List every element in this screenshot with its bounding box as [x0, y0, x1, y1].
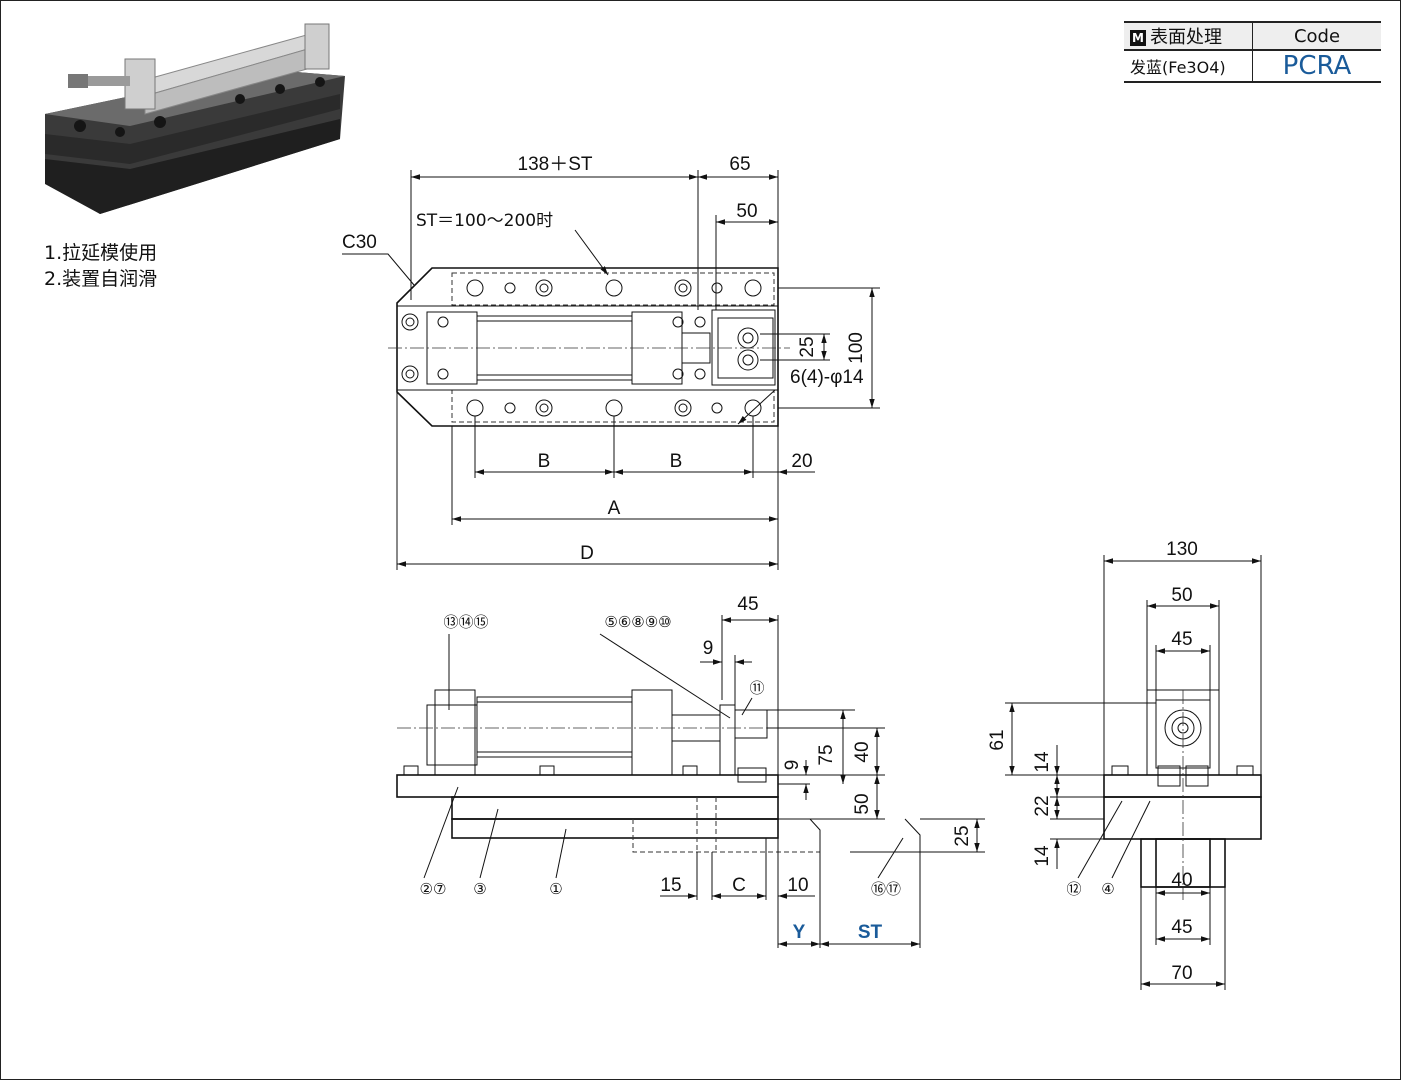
- dim-50-side: 50: [1171, 585, 1192, 606]
- callout-2-7: ②⑦: [420, 880, 447, 898]
- callout-11: ⑪: [749, 679, 764, 697]
- dim-40-side: 40: [1171, 870, 1192, 891]
- dim-61: 61: [987, 729, 1008, 750]
- dim-22: 22: [1032, 795, 1053, 816]
- surface-treatment-label: 表面处理: [1150, 27, 1222, 48]
- code-header: Code: [1252, 21, 1381, 51]
- dim-20: 20: [791, 451, 812, 472]
- dim-14-lower: 14: [1032, 845, 1053, 867]
- dim-40-front: 40: [852, 741, 873, 762]
- dim-45-side-bottom: 45: [1171, 917, 1192, 938]
- st-range-note: ST＝100～200时: [416, 211, 553, 231]
- dim-14-upper: 14: [1032, 751, 1053, 773]
- front-view: 45 9 ⑪ ⑤⑥⑧⑨⑩ ⑬⑭⑮ 75 40 50 9 25: [396, 594, 985, 948]
- dim-y: Y: [793, 922, 806, 943]
- dim-65: 65: [729, 154, 750, 175]
- dim-70: 70: [1171, 963, 1192, 984]
- dim-45-front: 45: [737, 594, 758, 615]
- code-value: PCRA: [1252, 49, 1381, 83]
- callout-3: ③: [473, 880, 486, 898]
- dim-45-side-top: 45: [1171, 629, 1192, 650]
- dim-9-top: 9: [703, 638, 714, 659]
- dim-a: A: [608, 498, 621, 519]
- product-photo: [45, 23, 345, 214]
- dim-10: 10: [787, 875, 808, 896]
- dim-50-front: 50: [852, 793, 873, 814]
- dim-130: 130: [1166, 539, 1198, 560]
- dim-c: C: [732, 875, 746, 896]
- callout-5-6-8-9-10: ⑤⑥⑧⑨⑩: [604, 613, 671, 631]
- callout-12: ⑫: [1066, 880, 1081, 898]
- dim-138-st: 138＋ST: [518, 154, 593, 175]
- callout-1: ①: [549, 880, 562, 898]
- callout-13-14-15: ⑬⑭⑮: [443, 613, 488, 631]
- dim-b-right: B: [670, 451, 683, 472]
- feature-notes: 1.拉延模使用 2.装置自润滑: [44, 240, 157, 292]
- material-m-icon: M: [1130, 30, 1146, 46]
- dim-d: D: [580, 543, 594, 564]
- note-2: 2.装置自润滑: [44, 268, 158, 290]
- dim-st: ST: [858, 922, 883, 943]
- dim-25-front: 25: [952, 825, 973, 846]
- mounting-holes-top: [466, 279, 762, 297]
- top-view: 138＋ST 65 50 ST＝100～200时 C30 100 25 6(4)…: [342, 154, 880, 570]
- dim-9-side: 9: [782, 760, 803, 771]
- callout-16-17: ⑯⑰: [871, 880, 901, 898]
- dim-15: 15: [660, 875, 681, 896]
- dim-100: 100: [846, 332, 867, 364]
- side-view: 130 50 45 61 14 22 14 40 45 70 ⑫: [987, 539, 1262, 990]
- mounting-holes-bottom: [466, 399, 762, 417]
- callout-4: ④: [1101, 880, 1114, 898]
- treatment-value: 发蓝(Fe3O4): [1124, 49, 1253, 83]
- note-1: 1.拉延模使用: [44, 242, 158, 264]
- chamfer-c30: C30: [342, 232, 377, 253]
- dim-25-top: 25: [797, 336, 818, 357]
- dim-50-top: 50: [736, 201, 757, 222]
- dim-b-left: B: [538, 451, 551, 472]
- holes-spec: 6(4)-φ14: [790, 367, 864, 388]
- dim-75: 75: [816, 744, 837, 765]
